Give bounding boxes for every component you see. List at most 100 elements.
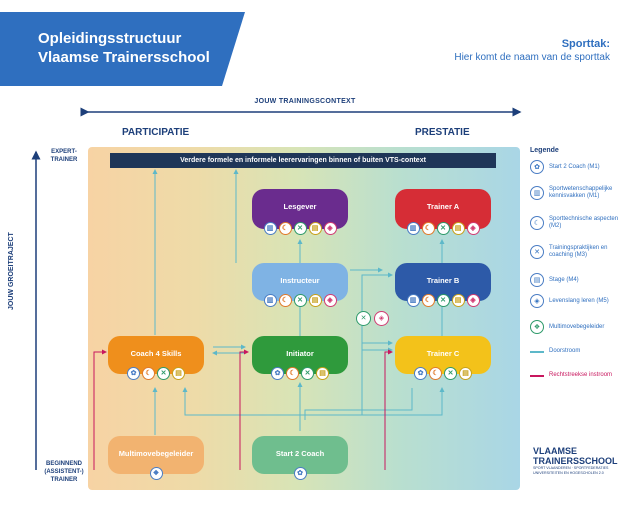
performance-heading: PRESTATIE <box>415 127 470 138</box>
expert-label-line2: TRAINER <box>50 157 78 163</box>
node-trainer-a-modules: ▥ ☾ ✕ ▤ ◈ <box>395 222 491 235</box>
title-line-1: Opleidingsstructuur <box>38 30 182 47</box>
legend-label: Doorstroom <box>549 348 581 354</box>
brand-line-2: TRAINERSSCHOOL <box>533 456 618 466</box>
tools-icon: ✕ <box>301 367 314 380</box>
node-coach4-label: Coach 4 Skills <box>130 349 182 358</box>
node-trainer-b-label: Trainer B <box>426 276 460 285</box>
instroom-line <box>530 374 544 377</box>
clipboard-icon: ▤ <box>316 367 329 380</box>
people-icon: ✿ <box>293 467 307 480</box>
whistle-icon: ☾ <box>278 222 292 235</box>
clipboard-icon: ▤ <box>308 294 322 307</box>
banner-shape <box>0 12 245 86</box>
whistle-icon: ☾ <box>530 216 544 230</box>
whistle-icon: ☾ <box>429 367 442 380</box>
node-trainer-b-modules: ▥ ☾ ✕ ▤ ◈ <box>395 294 491 307</box>
context-axis-label: JOUW TRAININGSCONTEXT <box>254 98 356 105</box>
node-instructeur-label: Instructeur <box>280 276 320 285</box>
participation-heading: PARTICIPATIE <box>122 127 190 138</box>
node-trainer-c[interactable]: Trainer C ✿ ☾ ✕ ▤ <box>395 336 491 380</box>
book-icon: ▥ <box>263 294 277 307</box>
beginner-trainer-label: BEGINNEND (ASSISTENT-) TRAINER <box>42 460 86 484</box>
node-lesgever-label: Lesgever <box>283 202 317 211</box>
graduation-icon: ◈ <box>323 222 337 235</box>
beginner-label-line3: TRAINER <box>50 477 78 483</box>
legend-label: Start 2 Coach (M1) <box>549 163 600 170</box>
brand-logo: VLAAMSE TRAINERSSCHOOL SPORT VLAANDEREN … <box>533 446 629 475</box>
node-coach4-modules: ✿ ☾ ✕ ▤ <box>108 367 204 380</box>
clipboard-icon: ▤ <box>451 222 465 235</box>
legend-item-sporttechnisch: ☾ Sporttechnische aspecten (M2) <box>530 216 625 230</box>
people-icon: ✿ <box>127 367 140 380</box>
people-icon: ✿ <box>530 160 544 174</box>
whistle-icon: ☾ <box>286 367 299 380</box>
book-icon: ▥ <box>406 294 420 307</box>
legend-item-multimove: ❖ Multimovebegeleider <box>530 320 625 334</box>
runner-icon: ❖ <box>149 467 163 480</box>
legend-label: Sporttechnische aspecten (M2) <box>549 216 619 229</box>
node-start2coach-label: Start 2 Coach <box>275 449 325 458</box>
legend-item-kennisvakken: ▥ Sportwetenschappelijke kennisvakken (M… <box>530 186 625 200</box>
graduation-icon: ◈ <box>466 222 480 235</box>
further-learning-banner: Verdere formele en informele leerervarin… <box>110 153 496 168</box>
node-trainer-a-label: Trainer A <box>426 202 460 211</box>
node-multimove-label: Multimovebegeleider <box>118 449 194 458</box>
brand-subline: SPORT VLAANDEREN · SPORTFEDERATIES UNIVE… <box>533 466 609 475</box>
sport-value: Hier komt de naam van de sporttak <box>454 52 610 63</box>
legend-title: Legende <box>530 147 559 154</box>
legend-item-trainingspraktijk: ✕ Trainingspraktijken en coaching (M3) <box>530 245 625 259</box>
expert-trainer-label: EXPERT- TRAINER <box>44 148 84 164</box>
legend-item-levenslang: ◈ Levenslang leren (M5) <box>530 294 625 308</box>
tools-icon: ✕ <box>436 222 450 235</box>
whistle-icon: ☾ <box>142 367 155 380</box>
people-icon: ✿ <box>271 367 284 380</box>
node-coach-4-skills[interactable]: Coach 4 Skills ✿ ☾ ✕ ▤ <box>108 336 204 380</box>
clipboard-icon: ▤ <box>530 273 544 287</box>
graduation-icon: ◈ <box>323 294 337 307</box>
clipboard-icon: ▤ <box>451 294 465 307</box>
title-line-2: Vlaamse Trainersschool <box>38 49 210 66</box>
legend-label: Multimovebegeleider <box>549 323 605 330</box>
clipboard-icon: ▤ <box>172 367 185 380</box>
legend-label: Stage (M4) <box>549 276 579 283</box>
graduation-icon: ◈ <box>530 294 544 308</box>
legend-item-instroom: Rechtstreekse instroom <box>530 372 625 379</box>
tools-icon: ✕ <box>444 367 457 380</box>
legend-label: Sportwetenschappelijke kennisvakken (M1) <box>549 186 613 199</box>
node-lesgever-modules: ▥ ☾ ✕ ▤ ◈ <box>252 222 348 235</box>
tools-icon: ✕ <box>157 367 170 380</box>
legend-label: Rechtstreekse instroom <box>549 372 613 378</box>
whistle-icon: ☾ <box>278 294 292 307</box>
node-initiator[interactable]: Initiator ✿ ☾ ✕ ▤ <box>252 336 348 380</box>
node-trainer-a[interactable]: Trainer A ▥ ☾ ✕ ▤ ◈ <box>395 189 491 235</box>
brand-line-1: VLAAMSE <box>533 446 578 456</box>
graduation-icon: ◈ <box>374 311 389 326</box>
node-trainer-b[interactable]: Trainer B ▥ ☾ ✕ ▤ ◈ <box>395 263 491 307</box>
node-start-2-coach[interactable]: Start 2 Coach ✿ <box>252 436 348 480</box>
node-trainer-c-label: Trainer C <box>426 349 460 358</box>
people-icon: ✿ <box>414 367 427 380</box>
beginner-label-line1: BEGINNEND <box>45 461 82 467</box>
page-title: Opleidingsstructuur Vlaamse Trainersscho… <box>38 29 210 67</box>
legend-label: Levenslang leren (M5) <box>549 297 609 304</box>
tools-icon: ✕ <box>356 311 371 326</box>
node-lesgever[interactable]: Lesgever ▥ ☾ ✕ ▤ ◈ <box>252 189 348 235</box>
doorstroom-line <box>530 350 544 353</box>
node-start2coach-modules: ✿ <box>252 467 348 480</box>
node-trainer-c-modules: ✿ ☾ ✕ ▤ <box>395 367 491 380</box>
node-initiator-label: Initiator <box>286 349 314 358</box>
graduation-icon: ◈ <box>466 294 480 307</box>
node-instructeur[interactable]: Instructeur ▥ ☾ ✕ ▤ ◈ <box>252 263 348 307</box>
beginner-label-line2: (ASSISTENT-) <box>44 469 84 475</box>
node-multimove-modules: ❖ <box>108 467 204 480</box>
tools-icon: ✕ <box>293 294 307 307</box>
node-multimovebegeleider[interactable]: Multimovebegeleider ❖ <box>108 436 204 480</box>
tools-icon: ✕ <box>293 222 307 235</box>
clipboard-icon: ▤ <box>308 222 322 235</box>
legend-label: Trainingspraktijken en coaching (M3) <box>549 245 608 258</box>
expert-label-line1: EXPERT- <box>51 149 77 155</box>
title-banner: Opleidingsstructuur Vlaamse Trainersscho… <box>0 12 245 86</box>
node-instructeur-modules: ▥ ☾ ✕ ▤ ◈ <box>252 294 348 307</box>
